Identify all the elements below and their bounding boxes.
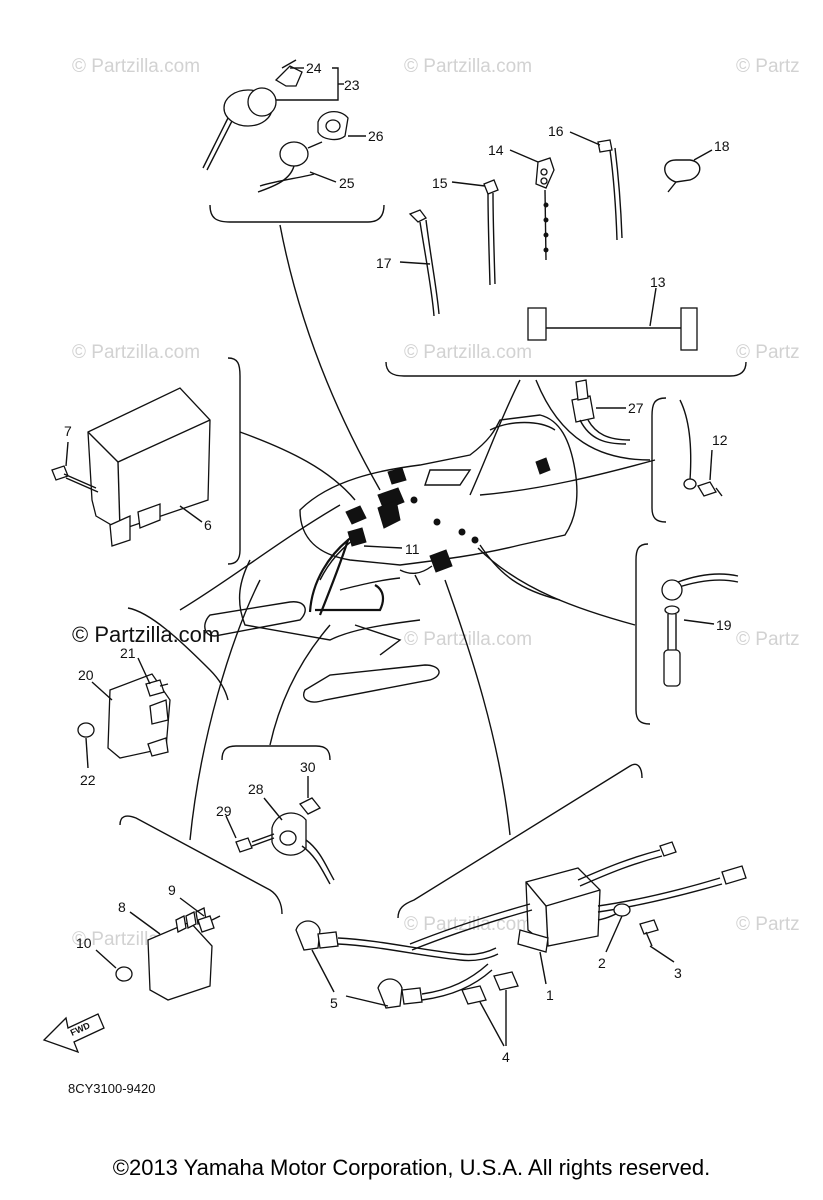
switch-25 xyxy=(257,141,323,193)
callout-20: 20 xyxy=(78,667,94,683)
callout-17: 17 xyxy=(376,255,392,271)
callout-3: 3 xyxy=(674,965,682,981)
callout-11-leader xyxy=(363,545,403,549)
watermark: © Partzilla.com xyxy=(404,342,532,363)
callout-21: 21 xyxy=(120,645,136,661)
callout-12: 12 xyxy=(712,432,728,448)
diagram-code: 8CY3100-9420 xyxy=(68,1081,155,1096)
group-27: 27 xyxy=(535,379,651,461)
watermarks: © Partzilla.com © Partzilla.com © Partz … xyxy=(72,56,800,950)
callout-2: 2 xyxy=(598,955,606,971)
callout-27: 27 xyxy=(628,400,644,416)
callout-25: 25 xyxy=(339,175,355,191)
callout-22: 22 xyxy=(80,772,96,788)
watermark-partial: © Partz xyxy=(736,342,800,363)
callout-7: 7 xyxy=(64,423,72,439)
watermark: © Partzilla.com xyxy=(72,56,200,77)
callout-16: 16 xyxy=(548,123,564,139)
callout-28: 28 xyxy=(248,781,264,797)
copyright-footer: ©2013 Yamaha Motor Corporation, U.S.A. A… xyxy=(112,1155,711,1180)
callout-18: 18 xyxy=(714,138,730,154)
group-1-5: 5 4 1 2 3 xyxy=(295,763,747,1065)
group-8-10: 8 9 10 xyxy=(76,815,283,1001)
callout-15: 15 xyxy=(432,175,448,191)
callout-13: 13 xyxy=(650,274,666,290)
watermark-partial: © Partz xyxy=(736,629,800,650)
group-12: 12 xyxy=(651,397,728,523)
callout-10: 10 xyxy=(76,935,92,951)
callout-11: 11 xyxy=(405,541,420,557)
callout-19: 19 xyxy=(716,617,732,633)
watermark: © Partzilla.com xyxy=(404,56,532,77)
key-ring xyxy=(317,111,349,141)
callout-8: 8 xyxy=(118,899,126,915)
watermark: © Partzilla.com xyxy=(404,914,532,935)
main-switch xyxy=(202,59,303,171)
group-28-30: 28 29 30 xyxy=(216,745,335,885)
callout-23: 23 xyxy=(344,77,360,93)
callout-30: 30 xyxy=(300,759,316,775)
group-20-22: 21 20 22 xyxy=(77,607,229,788)
group-13-18: 17 15 14 16 18 13 xyxy=(376,123,747,377)
group-23-26: 24 23 26 25 xyxy=(202,59,385,223)
callout-4: 4 xyxy=(502,1049,510,1065)
callout-14: 14 xyxy=(488,142,504,158)
callout-6: 6 xyxy=(204,517,212,533)
callout-24: 24 xyxy=(306,60,322,76)
callout-5: 5 xyxy=(330,995,338,1011)
watermark-main: © Partzilla.com xyxy=(72,622,220,647)
callout-9: 9 xyxy=(168,882,176,898)
forward-arrow: FWD xyxy=(42,1013,105,1054)
snowmobile-body xyxy=(204,414,578,703)
watermark-partial: © Partz xyxy=(736,914,800,935)
group-6-7: 7 6 xyxy=(51,357,241,565)
callout-1: 1 xyxy=(546,987,554,1003)
callout-26: 26 xyxy=(368,128,384,144)
callout-29: 29 xyxy=(216,803,232,819)
watermark: © Partzilla.com xyxy=(404,629,532,650)
group-19: 19 xyxy=(635,543,739,725)
watermark-partial: © Partz xyxy=(736,56,800,77)
group-leaders xyxy=(179,224,656,841)
watermark: © Partzilla.com xyxy=(72,342,200,363)
